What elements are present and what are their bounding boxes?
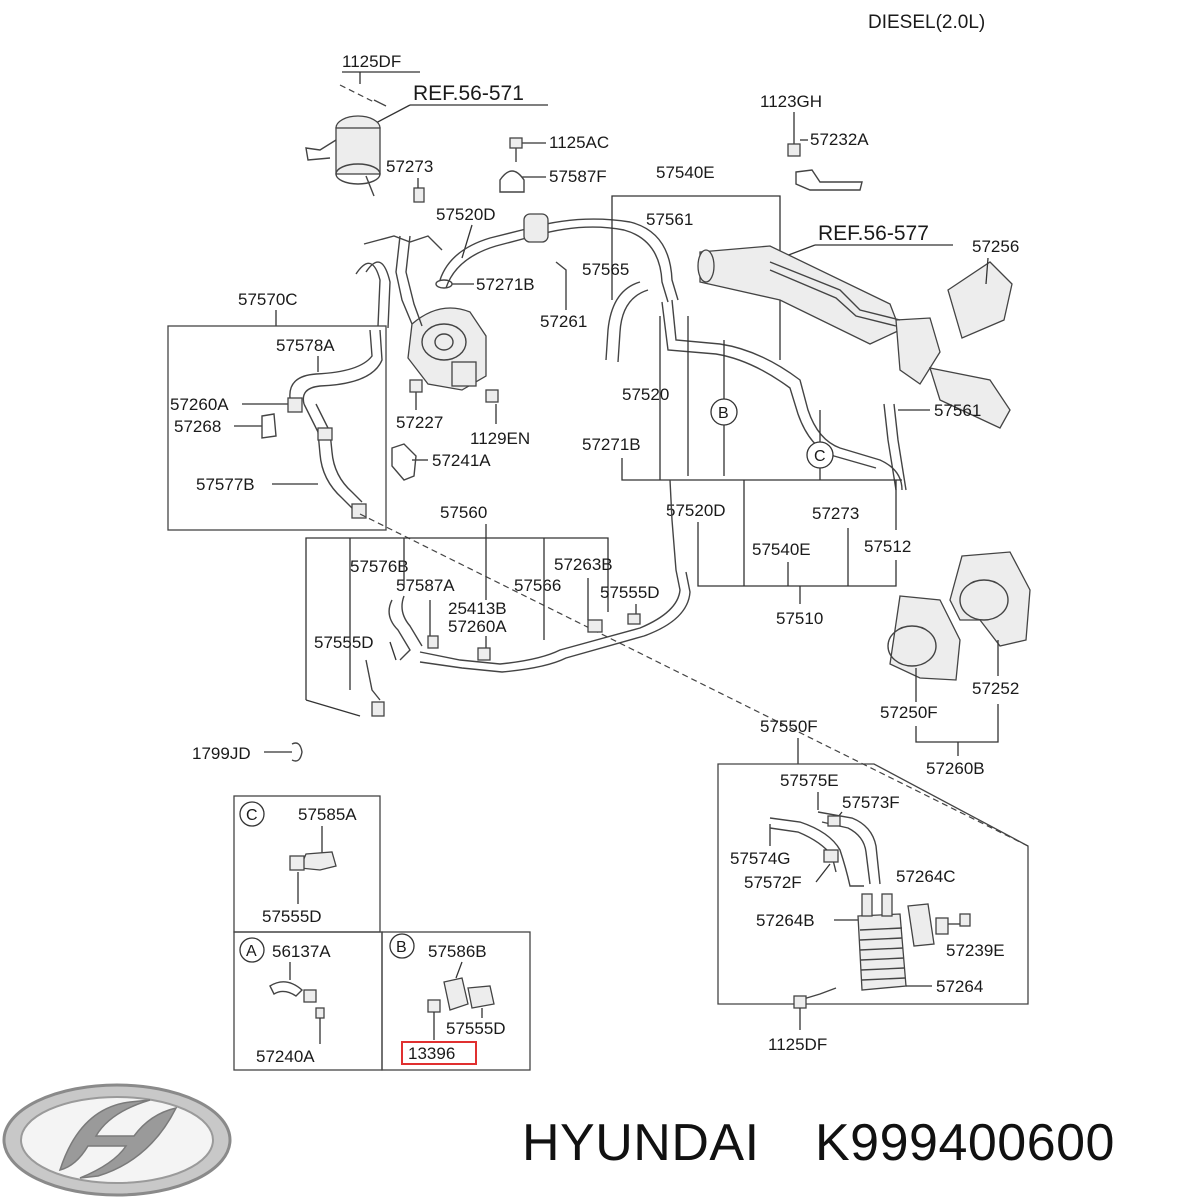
part-label: 57575E: [780, 771, 839, 790]
part-label: 57510: [776, 609, 823, 628]
part-label: 1799JD: [192, 744, 251, 763]
reference-label: REF.56-577: [818, 222, 929, 245]
part-label: 57574G: [730, 849, 791, 868]
group-box: [717, 763, 1029, 1005]
part-label: 1129EN: [470, 429, 530, 448]
part-label: 57565: [582, 260, 629, 279]
part-label: 1125DF: [768, 1035, 827, 1054]
reservoir-drawing: [305, 84, 387, 197]
part-label: 57268: [174, 417, 221, 436]
part-label: 57260A: [170, 395, 229, 414]
part-label: 57271B: [476, 275, 535, 294]
pump-drawing: [407, 307, 487, 391]
callout-label: A: [246, 943, 257, 960]
oil-cooler-drawing: [857, 893, 949, 991]
hyundai-logo: [2, 1083, 232, 1197]
detail-box-c: C 57585A 57555D: [233, 795, 381, 933]
reference-label: REF.56-571: [413, 82, 524, 105]
part-label: 57264C: [896, 867, 956, 886]
detail-box-b: B 57586B 57555D 13396: [381, 931, 531, 1071]
part-label: 57566: [514, 576, 561, 595]
group-box: [167, 325, 387, 531]
part-label: 57550F: [760, 717, 818, 736]
part-label: 57240A: [256, 1047, 315, 1066]
part-label: 57561: [646, 210, 693, 229]
part-label: 57540E: [656, 163, 715, 182]
part-label: 1125DF: [342, 52, 401, 71]
part-label: 57520D: [666, 501, 726, 520]
part-label: 57271B: [582, 435, 641, 454]
part-label: 57241A: [432, 451, 491, 470]
part-label: 57250F: [880, 703, 938, 722]
part-label: 57264B: [756, 911, 815, 930]
part-label: 56137A: [272, 942, 331, 961]
part-label: 57512: [864, 537, 911, 556]
callout-label: C: [246, 807, 258, 824]
part-label: 57520: [622, 385, 669, 404]
part-label: 57239E: [946, 941, 1005, 960]
part-label-highlighted[interactable]: 13396: [408, 1044, 455, 1063]
part-label: 57561: [934, 401, 981, 420]
part-label: 57570C: [238, 290, 298, 309]
part-label: 57572F: [744, 873, 802, 892]
part-label: 1125AC: [549, 133, 609, 152]
part-label: 57576B: [350, 557, 409, 576]
part-label: 57586B: [428, 942, 487, 961]
part-label: 57520D: [436, 205, 496, 224]
part-label: 57263B: [554, 555, 613, 574]
part-label: 57587F: [549, 167, 607, 186]
part-label: 57540E: [752, 540, 811, 559]
steering-gear-drawing: [697, 245, 1013, 429]
callout-label: B: [396, 939, 407, 956]
brand-part-number: K999400600: [815, 1114, 1115, 1172]
part-label: 57264: [936, 977, 983, 996]
callout-label: C: [814, 448, 826, 465]
part-label: 57555D: [446, 1019, 506, 1038]
brand-name: HYUNDAI: [522, 1114, 760, 1172]
part-label: 57252: [972, 679, 1019, 698]
part-label: 57232A: [810, 130, 869, 149]
part-label: 57555D: [600, 583, 660, 602]
part-label: 57256: [972, 237, 1019, 256]
heat-shield-drawing: [887, 551, 1031, 681]
part-label: 57577B: [196, 475, 255, 494]
part-label: 57555D: [314, 633, 374, 652]
part-label: 57587A: [396, 576, 455, 595]
part-label: 57560: [440, 503, 487, 522]
part-label: 57273: [386, 157, 433, 176]
detail-box-a: A 56137A 57240A: [233, 931, 383, 1071]
part-label: 57555D: [262, 907, 322, 926]
part-label: 57585A: [298, 805, 357, 824]
part-label: 25413B: [448, 599, 507, 618]
engine-label: DIESEL(2.0L): [868, 12, 985, 33]
part-label: 57227: [396, 413, 443, 432]
part-label: 1123GH: [760, 92, 822, 111]
part-label: 57573F: [842, 793, 900, 812]
part-label: 57578A: [276, 336, 335, 355]
part-label: 57260A: [448, 617, 507, 636]
callout-label: B: [718, 405, 729, 422]
highlighted-part-box: [401, 1041, 477, 1065]
part-label: 57261: [540, 312, 587, 331]
part-label: 57273: [812, 504, 859, 523]
part-label: 57260B: [926, 759, 985, 778]
